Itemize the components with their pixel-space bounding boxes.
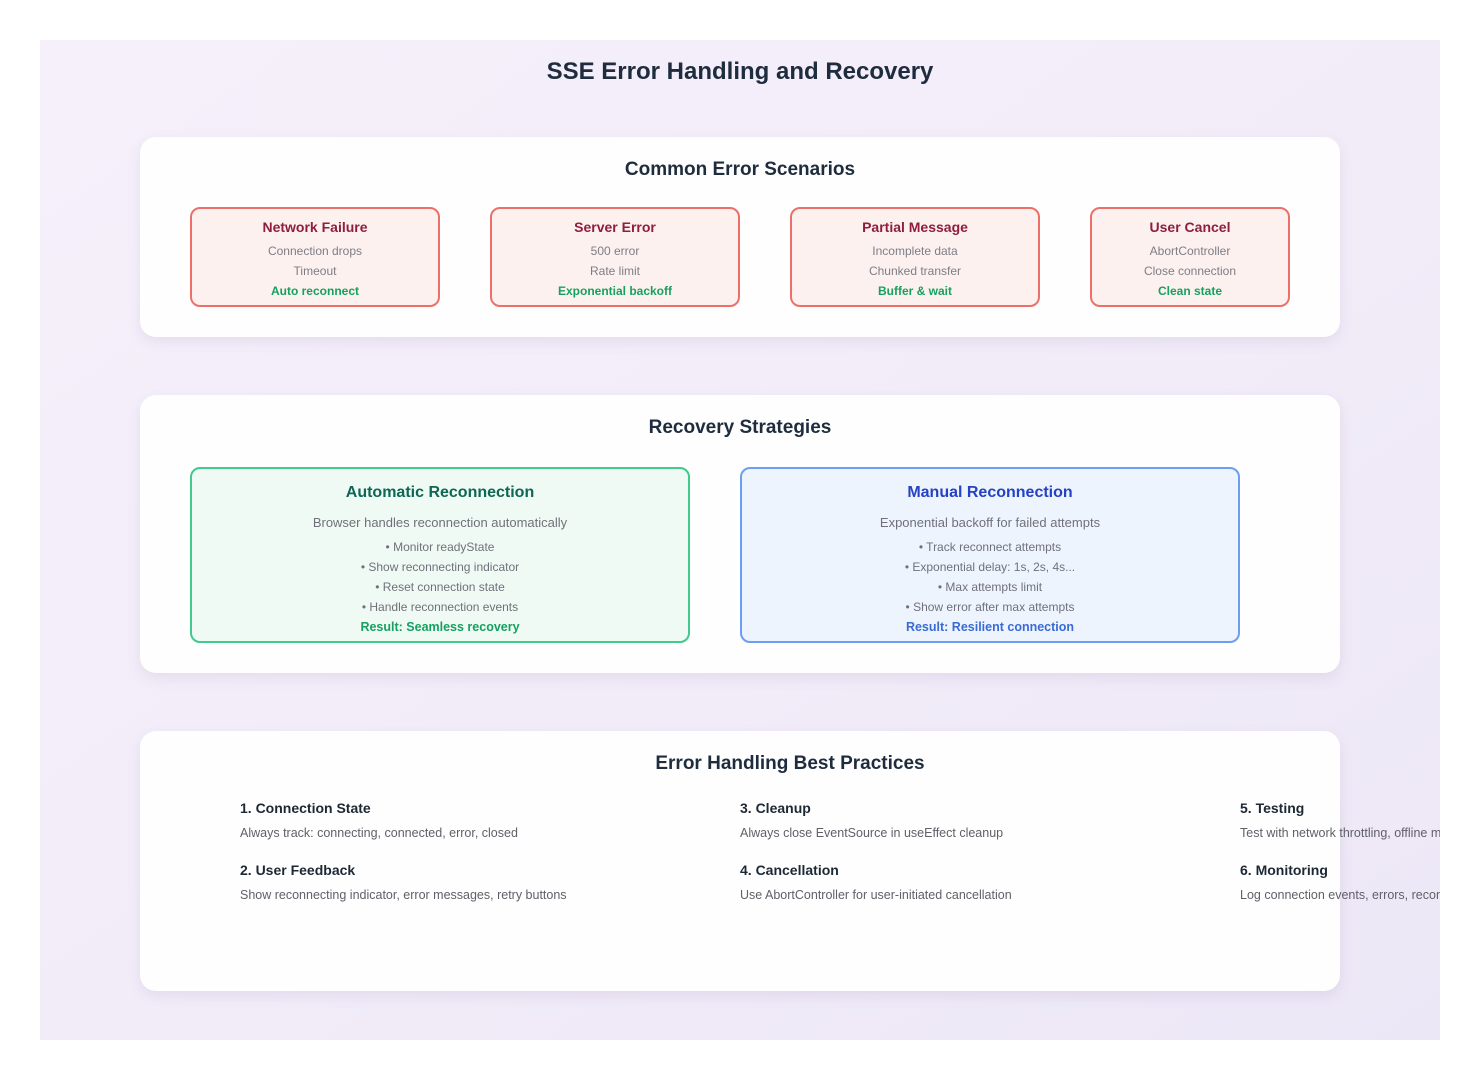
error-card-solution: Auto reconnect xyxy=(270,284,359,298)
strategy-bullet: • Reset connection state xyxy=(375,580,505,594)
page-title: SSE Error Handling and Recovery xyxy=(546,58,934,85)
section-title-best-practices: Error Handling Best Practices xyxy=(655,753,925,774)
page-canvas: SSE Error Handling and Recovery Common E… xyxy=(40,40,1440,1040)
error-card-title: Server Error xyxy=(574,219,656,235)
best-practice-testing: 5. Testing Test with network throttling,… xyxy=(1240,797,1440,843)
error-card-server-error: Server Error 500 error Rate limit Expone… xyxy=(490,207,740,307)
section-title-recovery-strategies: Recovery Strategies xyxy=(648,417,832,438)
strategy-card-manual-reconnection: Manual Reconnection Exponential backoff … xyxy=(740,467,1240,643)
error-card-line: Connection drops xyxy=(267,244,363,258)
error-card-solution: Clean state xyxy=(1157,284,1223,298)
best-practice-heading: 4. Cancellation xyxy=(740,862,839,878)
common-error-scenarios-section: Common Error Scenarios Network Failure C… xyxy=(140,137,1340,337)
error-card-line: Close connection xyxy=(1143,264,1237,278)
error-card-user-cancel: User Cancel AbortController Close connec… xyxy=(1090,207,1290,307)
best-practice-connection-state: 1. Connection State Always track: connec… xyxy=(240,797,740,843)
strategy-card-title: Automatic Reconnection xyxy=(345,484,535,501)
best-practice-description: Use AbortController for user-initiated c… xyxy=(740,888,1012,902)
strategy-row: Automatic Reconnection Browser handles r… xyxy=(190,467,1290,643)
best-practice-heading: 2. User Feedback xyxy=(240,862,356,878)
error-card-line: AbortController xyxy=(1149,244,1231,258)
error-card-title: Partial Message xyxy=(862,219,968,235)
strategy-result: Result: Seamless recovery xyxy=(360,620,520,634)
strategy-bullet: • Show reconnecting indicator xyxy=(360,560,520,574)
error-scenario-row: Network Failure Connection drops Timeout… xyxy=(190,207,1290,307)
error-card-network-failure: Network Failure Connection drops Timeout… xyxy=(190,207,440,307)
strategy-card-subtitle: Exponential backoff for failed attempts xyxy=(879,515,1101,530)
error-card-title: Network Failure xyxy=(262,219,368,235)
strategy-bullet-list: • Track reconnect attempts • Exponential… xyxy=(742,537,1238,617)
best-practice-user-feedback: 2. User Feedback Show reconnecting indic… xyxy=(240,859,740,905)
strategy-bullet: • Exponential delay: 1s, 2s, 4s... xyxy=(904,560,1076,574)
error-card-title: User Cancel xyxy=(1149,219,1231,235)
best-practice-description: Always track: connecting, connected, err… xyxy=(240,826,518,840)
strategy-bullet: • Handle reconnection events xyxy=(361,600,519,614)
best-practice-description: Test with network throttling, offline mo xyxy=(1240,826,1440,840)
best-practices-section: Error Handling Best Practices 1. Connect… xyxy=(140,731,1440,991)
best-practice-description: Log connection events, errors, reconn xyxy=(1240,888,1440,902)
strategy-card-automatic-reconnection: Automatic Reconnection Browser handles r… xyxy=(190,467,690,643)
error-card-line: Incomplete data xyxy=(872,244,958,258)
strategy-card-title: Manual Reconnection xyxy=(907,484,1073,501)
strategy-bullet-list: • Monitor readyState • Show reconnecting… xyxy=(192,537,688,617)
error-card-solution: Buffer & wait xyxy=(877,284,952,298)
strategy-bullet: • Monitor readyState xyxy=(385,540,495,554)
error-card-line: Timeout xyxy=(293,264,337,278)
best-practice-heading: 5. Testing xyxy=(1240,800,1305,816)
strategy-bullet: • Max attempts limit xyxy=(937,580,1043,594)
strategy-bullet: • Show error after max attempts xyxy=(905,600,1075,614)
best-practice-heading: 3. Cleanup xyxy=(740,800,811,816)
recovery-strategies-section: Recovery Strategies Automatic Reconnecti… xyxy=(140,395,1340,673)
error-card-line: Chunked transfer xyxy=(868,264,962,278)
error-card-line: Rate limit xyxy=(589,264,640,278)
error-card-solution: Exponential backoff xyxy=(557,284,673,298)
best-practice-cleanup: 3. Cleanup Always close EventSource in u… xyxy=(740,797,1240,843)
error-card-partial-message: Partial Message Incomplete data Chunked … xyxy=(790,207,1040,307)
best-practice-heading: 6. Monitoring xyxy=(1240,862,1328,878)
error-card-line: 500 error xyxy=(590,244,640,258)
best-practice-description: Show reconnecting indicator, error messa… xyxy=(240,888,567,902)
strategy-result: Result: Resilient connection xyxy=(905,620,1075,634)
strategy-card-subtitle: Browser handles reconnection automatical… xyxy=(312,515,568,530)
best-practice-heading: 1. Connection State xyxy=(240,800,371,816)
best-practice-monitoring: 6. Monitoring Log connection events, err… xyxy=(1240,859,1440,905)
best-practices-grid: 1. Connection State Always track: connec… xyxy=(240,797,1440,921)
best-practice-description: Always close EventSource in useEffect cl… xyxy=(740,826,1004,840)
best-practice-cancellation: 4. Cancellation Use AbortController for … xyxy=(740,859,1240,905)
section-title-common-error-scenarios: Common Error Scenarios xyxy=(624,159,856,180)
strategy-bullet: • Track reconnect attempts xyxy=(918,540,1062,554)
